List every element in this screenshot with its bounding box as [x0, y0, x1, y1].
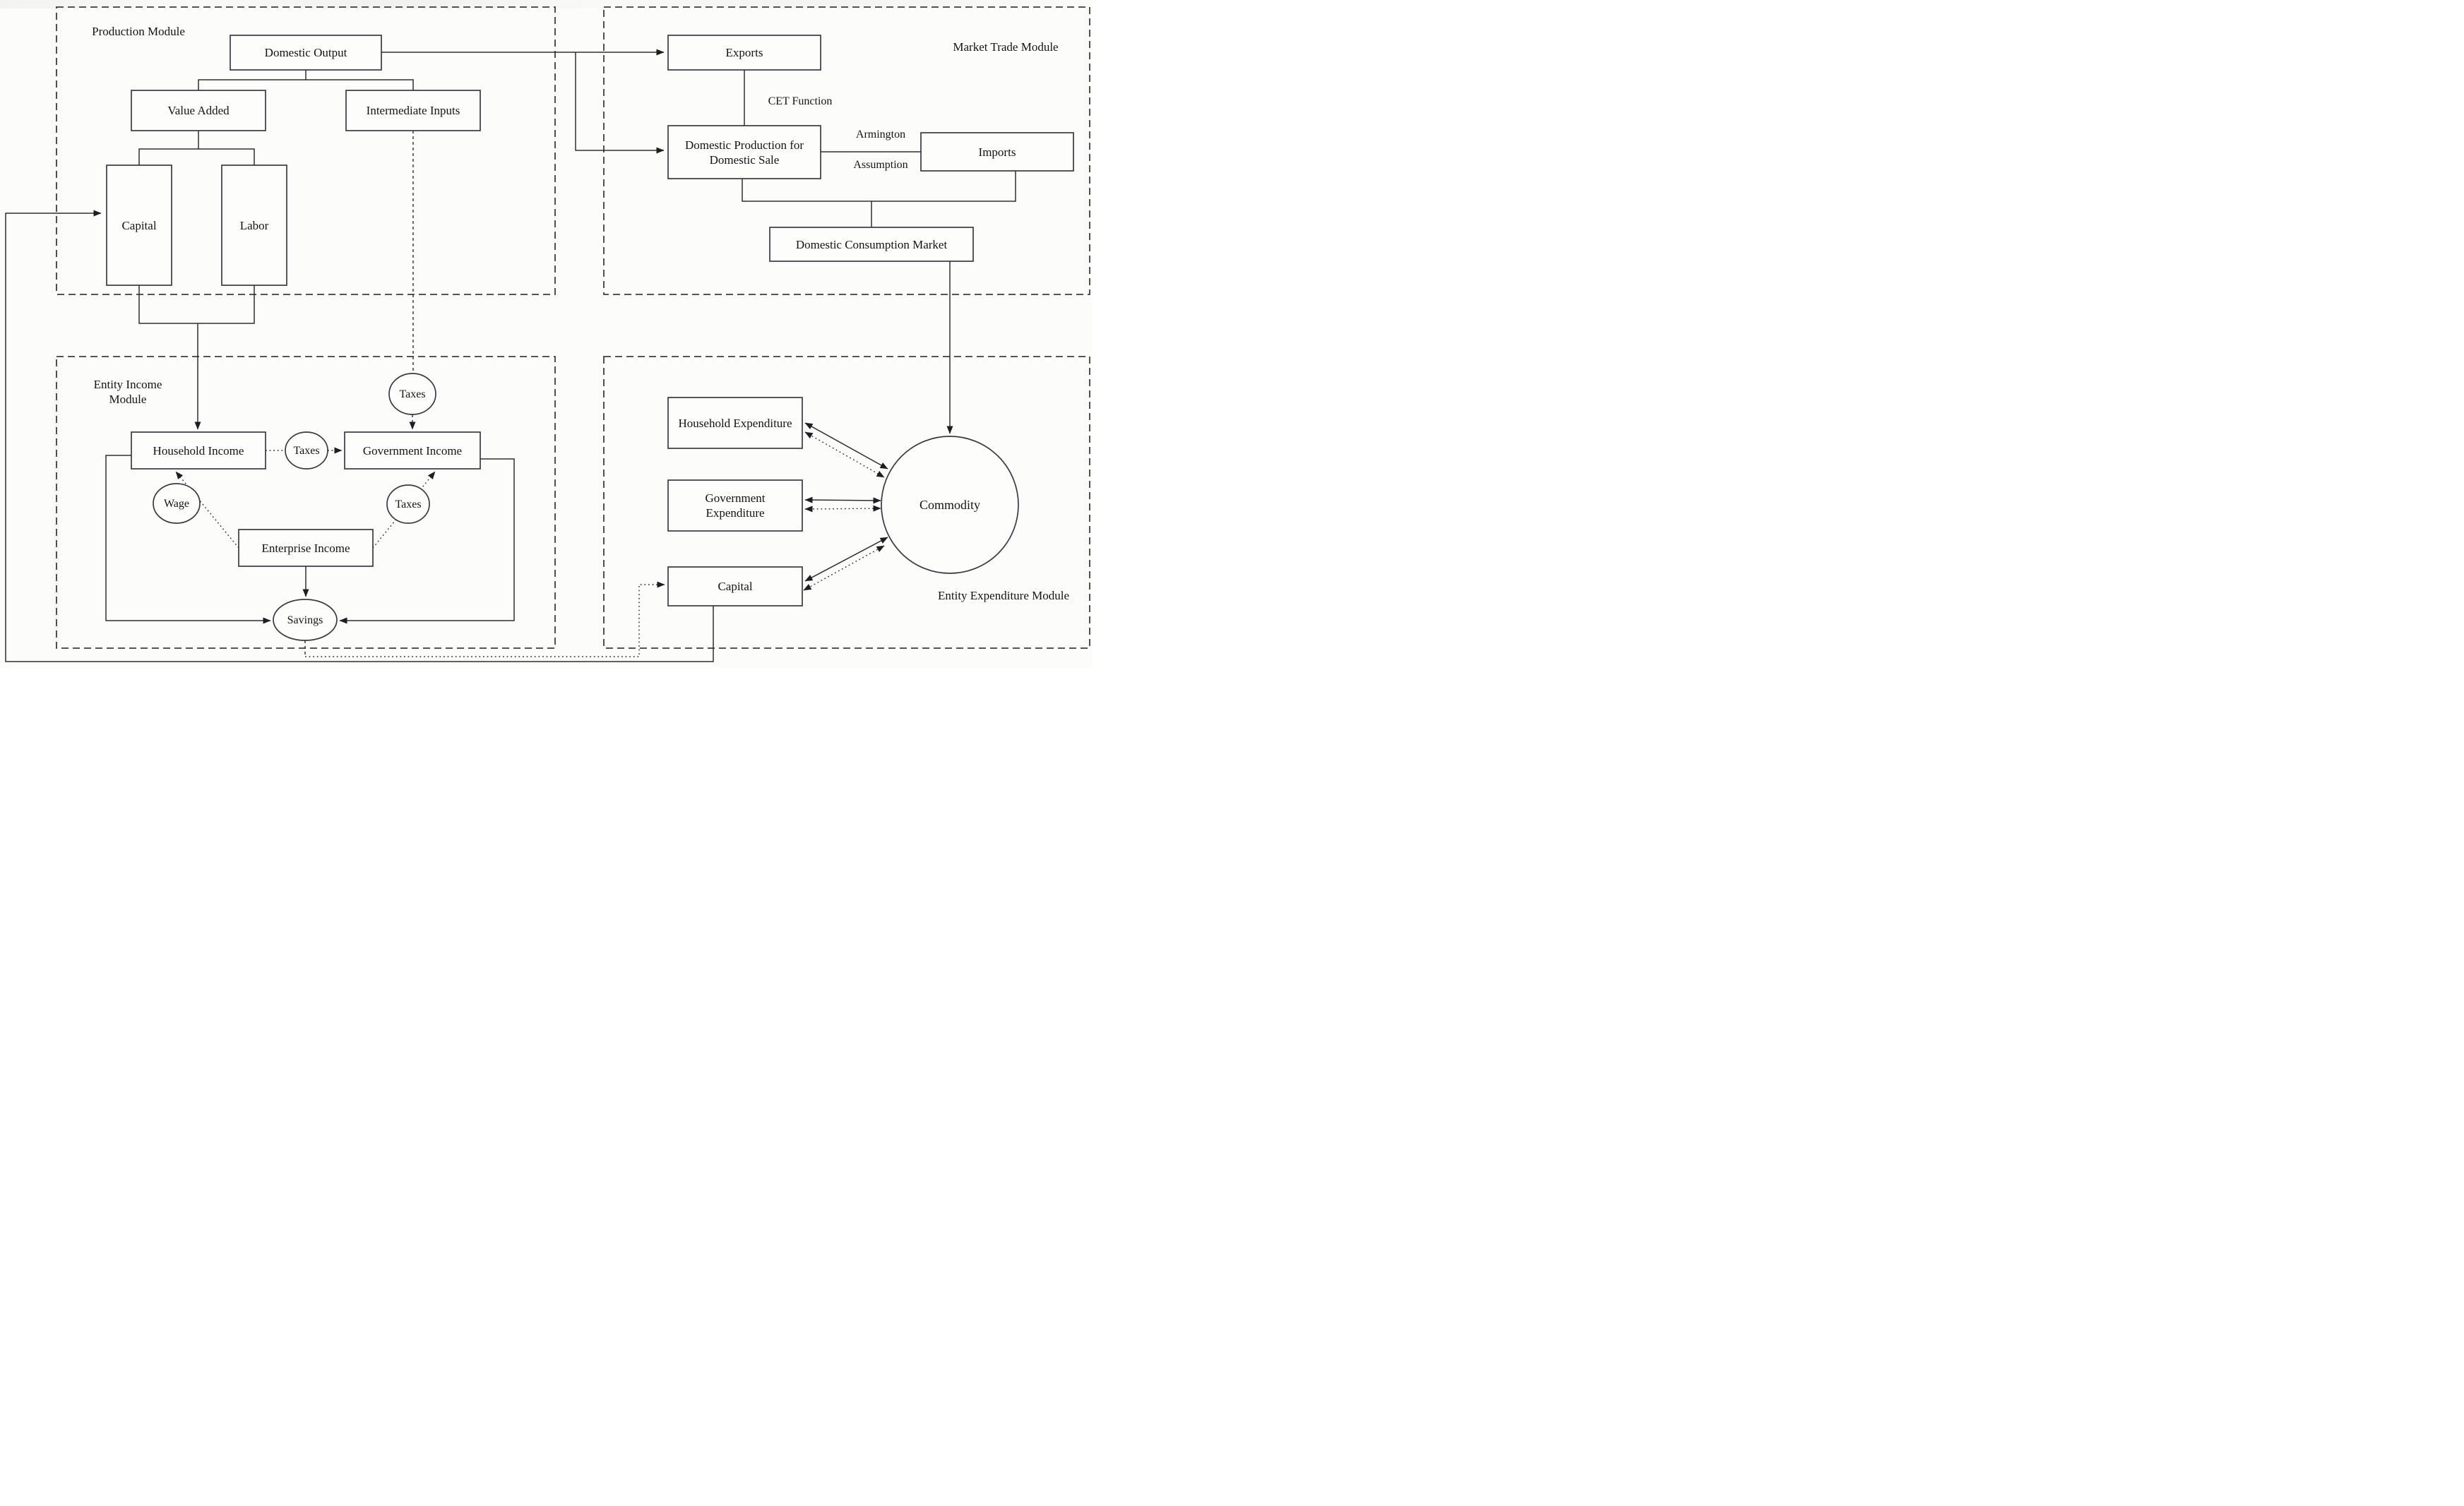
- cet-function-label: CET Function: [768, 95, 833, 107]
- market-trade-module-title: Market Trade Module: [953, 40, 1059, 54]
- labor-label: Labor: [239, 218, 269, 232]
- savings-to-capital-dotted-arrow: [305, 581, 665, 657]
- taxes-right-ellipse: [386, 484, 430, 524]
- government-commodity-solid-link: [804, 496, 881, 504]
- commodity-circle: [881, 436, 1019, 574]
- entity-expenditure-module-frame: [603, 356, 1090, 649]
- cge-model-diagram: Production Module Market Trade Module En…: [0, 0, 1093, 668]
- valueadded-to-factors-bracket: [138, 148, 255, 165]
- taxes-mid-label: Taxes: [293, 444, 320, 457]
- imports-label: Imports: [978, 145, 1016, 159]
- value-added-label: Value Added: [167, 104, 230, 117]
- wage-ellipse: [153, 483, 201, 524]
- capital-return-loop: [5, 210, 714, 662]
- factors-bottom-bracket: [138, 285, 255, 324]
- government-expenditure-label-line1: Government: [705, 491, 766, 505]
- government-income-label: Government Income: [362, 443, 463, 458]
- entity-expenditure-module-title: Entity Expenditure Module: [937, 589, 1070, 602]
- production-module-title: Production Module: [92, 25, 185, 38]
- labor-box: [221, 165, 287, 286]
- domestic-consumption-market-label: Domestic Consumption Market: [795, 237, 948, 251]
- capital-commodity-dotted-link: [803, 545, 885, 591]
- trade-merge-bracket: [742, 171, 1016, 202]
- household-income-label: Household Income: [153, 443, 244, 458]
- entity-income-module-frame: [56, 356, 556, 649]
- output-to-children-bracket: [198, 79, 414, 90]
- household-income-box: [131, 431, 266, 470]
- household-commodity-solid-link: [804, 422, 888, 470]
- commodity-label: Commodity: [919, 497, 980, 512]
- government-expenditure-label-line2: Expenditure: [706, 506, 765, 520]
- domestic-consumption-market-box: [769, 227, 974, 262]
- savings-label: Savings: [287, 614, 323, 626]
- government-expenditure-label: Government Expenditure: [668, 480, 802, 531]
- domestic-production-box: [667, 125, 821, 179]
- entity-income-module-title-line2: Module: [109, 393, 147, 406]
- intermediate-inputs-box: [345, 90, 481, 131]
- capital-expenditure-label: Capital: [718, 580, 753, 593]
- capital-production-label: Capital: [121, 218, 157, 232]
- output-to-domestic-sale-arrow: [575, 52, 665, 154]
- government-expenditure-box: [667, 479, 803, 532]
- enterprise-to-household-wage-link: [175, 471, 239, 549]
- government-income-box: [344, 431, 481, 470]
- assumption-label: Assumption: [853, 158, 908, 171]
- government-savings-loop: [339, 458, 515, 624]
- household-savings-loop: [105, 455, 271, 624]
- household-expenditure-label: Household Expenditure: [678, 416, 792, 430]
- domestic-output-box: [230, 35, 382, 71]
- taxes-right-label: Taxes: [395, 498, 422, 510]
- household-commodity-dotted-link: [804, 431, 885, 478]
- exports-box: [667, 35, 821, 71]
- domestic-production-label-line1: Domestic Production for: [684, 138, 804, 152]
- exports-label: Exports: [725, 46, 763, 59]
- capital-commodity-solid-link: [804, 537, 888, 582]
- armington-label: Armington: [855, 128, 906, 141]
- entity-income-module-title: Entity Income Module: [71, 376, 184, 407]
- diagram-shapes: [5, 6, 1090, 662]
- government-commodity-dotted-link: [804, 505, 881, 513]
- intermediate-inputs-label: Intermediate Inputs: [366, 104, 460, 117]
- entity-income-module-title-line1: Entity Income: [93, 378, 162, 391]
- production-module-frame: [56, 6, 556, 295]
- scan-noise-strip: [0, 0, 1093, 8]
- taxes-top-label: Taxes: [399, 388, 426, 400]
- domestic-production-label-line2: Domestic Sale: [709, 153, 780, 167]
- domestic-output-label: Domestic Output: [264, 46, 347, 59]
- enterprise-income-label: Enterprise Income: [261, 541, 350, 555]
- capital-expenditure-box: [667, 566, 803, 606]
- wage-label: Wage: [163, 497, 190, 510]
- imports-box: [920, 132, 1074, 172]
- domestic-production-label: Domestic Production for Domestic Sale: [668, 126, 821, 179]
- enterprise-to-government-tax-link: [372, 471, 436, 549]
- household-expenditure-box: [667, 397, 803, 449]
